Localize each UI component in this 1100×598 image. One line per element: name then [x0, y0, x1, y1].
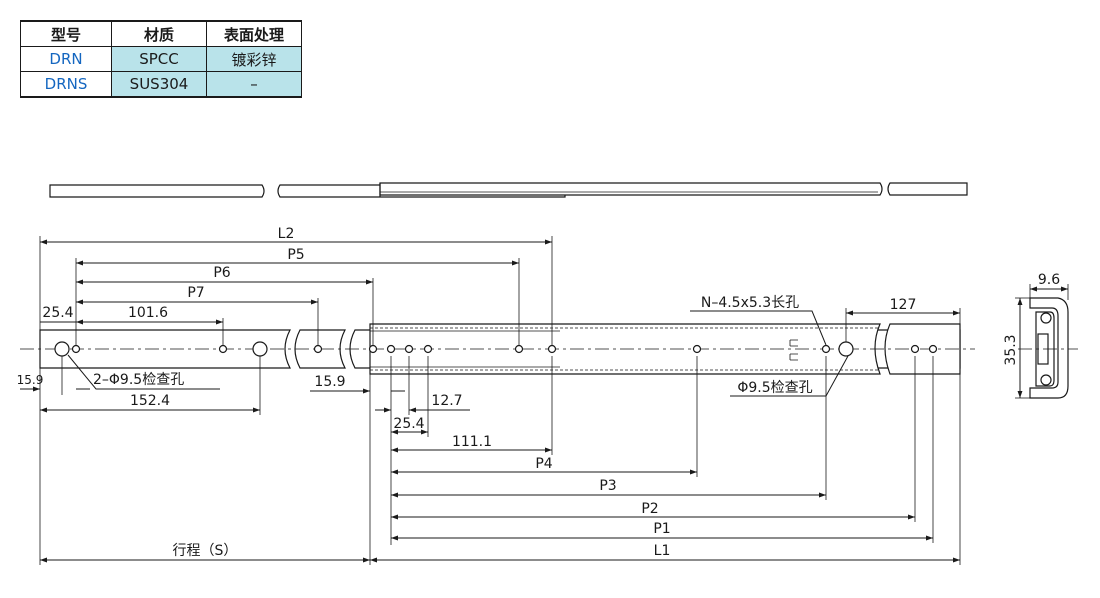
- rail-front-view: [20, 323, 975, 375]
- label-152-4: 152.4: [130, 393, 170, 409]
- label-hole-note-right: Φ9.5检查孔: [737, 380, 812, 396]
- label-p1: P1: [653, 521, 670, 537]
- table-row: DRNS SUS304 –: [20, 71, 302, 98]
- label-12-7: 12.7: [431, 393, 462, 409]
- label-101-6: 101.6: [128, 305, 168, 321]
- label-127: 127: [890, 297, 917, 313]
- rail-top-view: [49, 182, 968, 198]
- label-p6: P6: [213, 265, 230, 281]
- label-p4: P4: [535, 456, 552, 472]
- dimension-lines-top: [39, 236, 961, 346]
- label-l2: L2: [278, 226, 295, 242]
- row-finish: –: [206, 71, 302, 98]
- label-slot-note: N–4.5x5.3长孔: [701, 295, 799, 311]
- header-model: 型号: [20, 20, 112, 47]
- table-header-row: 型号 材质 表面处理: [20, 20, 302, 47]
- row-material: SPCC: [111, 46, 207, 72]
- table-row: DRN SPCC 镀彩锌: [20, 46, 302, 72]
- label-9-6: 9.6: [1038, 272, 1060, 288]
- label-stroke: 行程（S）: [173, 543, 238, 559]
- row-material: SUS304: [111, 71, 207, 98]
- label-15-9-mid: 15.9: [314, 374, 345, 390]
- dimension-labels: L2 P5 P6 P7 101.6 25.4 2–Φ9.5检查孔 15.9 15…: [17, 226, 1061, 559]
- label-25-4-mid: 25.4: [393, 416, 424, 432]
- rail-side-view: [1015, 284, 1078, 399]
- label-35-3: 35.3: [1003, 334, 1019, 365]
- label-p5: P5: [287, 247, 304, 263]
- label-15-9-left: 15.9: [17, 373, 44, 387]
- label-hole-note-left: 2–Φ9.5检查孔: [93, 372, 184, 388]
- row-code: DRNS: [20, 71, 112, 98]
- label-l1: L1: [654, 543, 671, 559]
- label-p2: P2: [641, 501, 658, 517]
- label-p7: P7: [187, 285, 204, 301]
- label-111-1: 111.1: [452, 434, 492, 450]
- dimension-lines-bottom: [20, 354, 961, 565]
- label-25-4-top: 25.4: [42, 305, 73, 321]
- label-p3: P3: [599, 478, 616, 494]
- row-finish: 镀彩锌: [206, 46, 302, 72]
- spec-table: 型号 材质 表面处理 DRN SPCC 镀彩锌 DRNS SUS304 –: [20, 20, 302, 98]
